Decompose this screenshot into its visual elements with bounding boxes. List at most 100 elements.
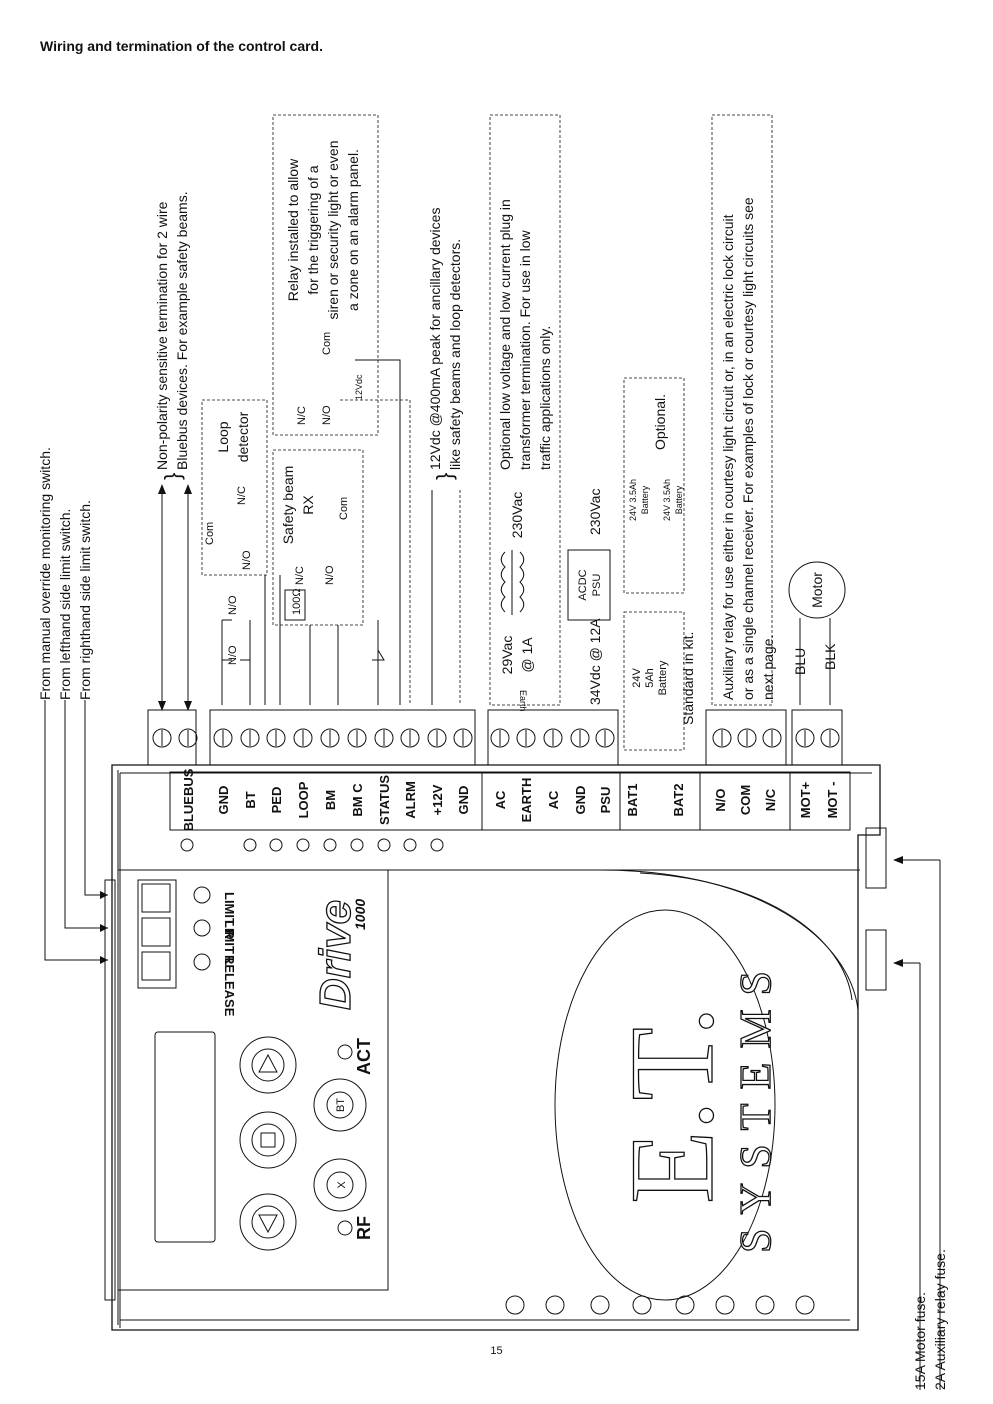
loop-com-label: Com: [204, 522, 216, 545]
psu-label-1: ACDC: [577, 569, 589, 600]
terminal-screw: [820, 728, 840, 748]
aux-relay-box: [711, 114, 773, 706]
aux-relay-note-3: next page.: [760, 635, 776, 700]
drive-logo: Drive: [311, 900, 360, 1010]
fuse-note-1: 15A Motor fuse.: [912, 1292, 928, 1390]
terminal-label-11: AC: [493, 790, 508, 809]
act-label: ACT: [354, 1038, 374, 1075]
terminal-blocks: [147, 709, 843, 766]
opt-battery-b-1: 24V 3.5Ah: [662, 479, 672, 521]
x-button[interactable]: [313, 1158, 367, 1212]
aux-relay-note-1: Auxiliary relay for use either in courte…: [720, 214, 736, 700]
terminal-label-3: PED: [269, 787, 284, 814]
earth-label: Earth: [518, 690, 528, 712]
psu-label-2: PSU: [591, 574, 603, 597]
bluebus-note-2: Bluebus devices. For example safety beam…: [174, 191, 190, 470]
page-number: 15: [490, 1345, 503, 1357]
psu-in-label: 230Vac: [587, 489, 603, 535]
terminal-screw: [374, 728, 394, 748]
relay-nc-label: N/C: [296, 406, 308, 425]
transformer-230vac: 230Vac: [509, 492, 525, 538]
down-button[interactable]: [239, 1193, 297, 1251]
terminal-label-13: AC: [546, 790, 561, 809]
terminal-screw: [293, 728, 313, 748]
motor-wire-blk: BLK: [822, 643, 838, 670]
terminal-label-6: BM C: [350, 783, 365, 817]
bluebus-note-1: Non-polarity sensitive termination for 2…: [154, 201, 170, 470]
limit-l-label: LIMIT L: [222, 920, 237, 966]
mounting-bosses: [505, 1295, 815, 1315]
bt-no-label: N/O: [227, 595, 239, 615]
drive-model: 1000: [352, 899, 368, 930]
terminal-screw: [152, 728, 172, 748]
terminal-label-10: GND: [456, 786, 471, 815]
aux-relay-note-2: or as a single channel receiver. For exa…: [740, 197, 756, 700]
terminal-screw: [712, 728, 732, 748]
stop-button[interactable]: [239, 1111, 297, 1169]
release-led: [193, 953, 211, 971]
bt-button-label: BT: [335, 1098, 347, 1112]
terminal-label-14: GND: [573, 786, 588, 815]
terminal-label-12: EARTH: [519, 778, 534, 823]
loop-no-label: N/O: [241, 550, 253, 570]
psu-out-label: 34Vdc @ 12A: [587, 618, 603, 705]
safety-beam-label-1: Safety beam: [280, 466, 296, 545]
terminal-label-19: COM: [738, 785, 753, 815]
beam-com-label: Com: [338, 497, 350, 520]
terminal-label-17: BAT2: [671, 784, 686, 817]
motor-label: Motor: [809, 572, 825, 608]
aux-power-note-1: 12Vdc @400mA peak for ancillary devices: [427, 208, 443, 470]
x-button-label: X: [336, 1181, 348, 1189]
terminal-screw: [213, 728, 233, 748]
rf-led: [337, 1220, 353, 1236]
terminal-label-18: N/O: [713, 788, 728, 811]
optional-battery-box: [623, 377, 685, 594]
relay-note-1: Relay installed to allow: [285, 158, 301, 301]
kit-battery-1: 24V: [631, 668, 643, 688]
terminal-screw: [320, 728, 340, 748]
aux-power-note-2: like safety beams and loop detectors.: [447, 239, 463, 470]
transformer-note-1: Optional low voltage and low current plu…: [497, 199, 513, 470]
loop-detector-label-1: Loop: [215, 421, 231, 452]
opt-battery-a-1: 24V 3.5Ah: [628, 479, 638, 521]
terminal-label-1: GND: [216, 786, 231, 815]
relay-coil-label: 12Vdc: [354, 374, 364, 400]
terminal-screw: [543, 728, 563, 748]
loop-detector-label-2: detector: [235, 411, 251, 462]
act-led: [337, 1044, 353, 1060]
resistor-100-ohm: [284, 589, 306, 621]
rf-label: RF: [354, 1216, 374, 1240]
optional-label: Optional.: [652, 394, 668, 450]
terminal-screw: [570, 728, 590, 748]
acdc-psu-box: [567, 549, 611, 621]
beam-nc-label: N/C: [294, 566, 306, 585]
switch-note-1: From manual override monitoring switch.: [37, 447, 53, 700]
bluebus-brace: }: [160, 473, 185, 480]
relay-no-label: N/O: [321, 405, 333, 425]
terminal-label-4: LOOP: [296, 781, 311, 818]
ped-no-label: N/O: [227, 645, 239, 665]
brand-logo: E.T.: [605, 1006, 738, 1204]
terminal-screw: [400, 728, 420, 748]
control-card: [104, 764, 887, 1331]
safety-beam-label-2: RX: [300, 495, 316, 515]
terminal-screw: [490, 728, 510, 748]
terminal-label-16: BAT1: [625, 784, 640, 817]
terminal-screw: [347, 728, 367, 748]
release-label: RELEASE: [222, 955, 237, 1017]
logo-ellipse: [554, 909, 776, 1301]
up-button[interactable]: [239, 1036, 297, 1094]
terminal-label-8: ALRM: [403, 781, 418, 819]
terminal-label-2: BT: [243, 791, 258, 808]
bt-button[interactable]: [313, 1078, 367, 1132]
terminal-screw: [595, 728, 615, 748]
transformer-1a: @ 1A: [519, 637, 535, 673]
terminal-screw: [427, 728, 447, 748]
beam-no-label: N/O: [324, 565, 336, 585]
transformer-note-3: traffic applications only.: [537, 326, 553, 470]
page-heading: Wiring and termination of the control ca…: [40, 38, 323, 54]
terminal-screw: [516, 728, 536, 748]
